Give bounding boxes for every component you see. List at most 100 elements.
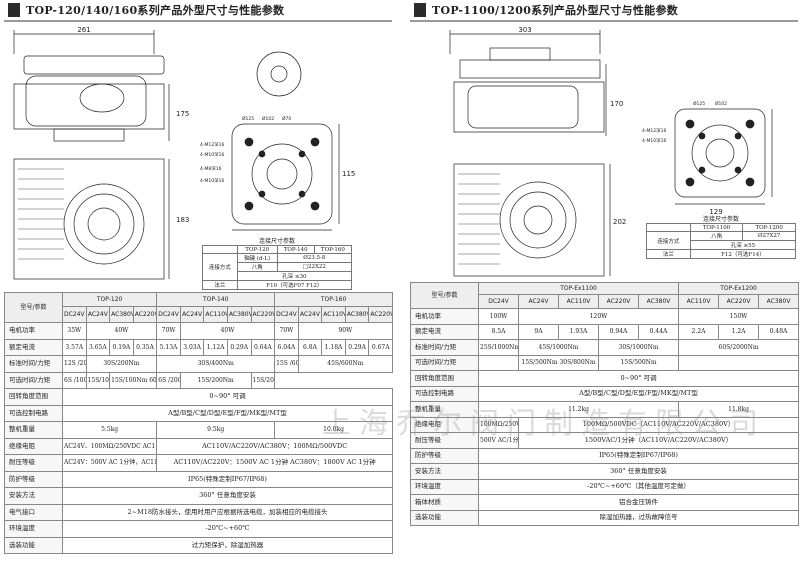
voltage-cell: DC24V xyxy=(62,306,87,323)
table-cell: 70W xyxy=(274,322,299,340)
row-label: 可选时间/力矩 xyxy=(4,371,63,389)
table-cell xyxy=(478,354,519,371)
table-cell: 1.93A xyxy=(558,323,599,340)
voltage-cell: AC24V xyxy=(179,306,205,323)
row-label: 整机重量 xyxy=(4,421,63,439)
flange-label: 4-M12深16 xyxy=(200,141,224,148)
voltage-cell: AC380V xyxy=(637,294,680,309)
table-cell: 5.5kg xyxy=(61,421,158,439)
flange-label: 4-M12深16 xyxy=(642,127,666,134)
table-cell: 0.44A xyxy=(637,323,680,340)
row-label: 安装方法 xyxy=(410,463,479,480)
flange-label: 4-M10深16 xyxy=(642,137,666,144)
table-row: 箱体材质铝合金压铸件 xyxy=(410,494,800,511)
table-cell: 15S/200Nm 60S/400Nm xyxy=(250,371,276,389)
table-cell: 过力矩保护，除湿加热器 xyxy=(62,536,393,554)
table-cell: -20℃~+60℃ xyxy=(62,520,393,538)
voltage-cell: AC220V xyxy=(368,306,393,323)
row-label: 安装方法 xyxy=(4,487,63,505)
row-label: 箱体材质 xyxy=(410,494,479,511)
conn-cell: F12（可选F14） xyxy=(689,249,797,259)
table-cell: 2~M18防水接头，使用时用户应根据所选电缆，加装相应的电缆接头 xyxy=(62,503,393,521)
table-cell: 35W xyxy=(62,322,87,340)
voltage-cell: AC220V xyxy=(718,294,760,309)
table-cell: 除湿加热器，过热故障信号 xyxy=(477,509,800,526)
table-row: 选装功能过力矩保护，除湿加热器 xyxy=(4,536,393,554)
table-row: 选装功能除湿加热器，过热故障信号 xyxy=(410,509,800,526)
conn-caption: 连接尺寸参数 xyxy=(646,214,796,224)
row-label: 可选控制电路 xyxy=(410,385,479,402)
table-corner: 型号/参数 xyxy=(410,282,479,309)
table-cell: 30S/400Nm xyxy=(156,355,276,373)
table-cell: 15S/100Nm xyxy=(85,371,111,389)
table-cell: 45S/600Nm xyxy=(297,355,394,373)
conn-cell: 连接方式 xyxy=(646,231,691,250)
table-cell: 0.29A xyxy=(344,338,370,356)
right-connection-table: 连接尺寸参数 TOP-1100 TOP-1200 连接方式 八角 Ø27X27 … xyxy=(646,214,797,259)
table-cell: 11.8kg xyxy=(678,401,800,418)
row-label: 电气接口 xyxy=(4,503,63,521)
flange-label: Ø125 xyxy=(693,100,705,107)
row-label: 绝缘电阻 xyxy=(4,437,63,455)
row-label: 回转角度范围 xyxy=(4,388,63,406)
table-cell: AC110V/AC220V/AC380V：100MΩ/500VDC xyxy=(156,437,393,455)
conn-header: TOP-1200 xyxy=(742,223,796,232)
voltage-cell: DC24V xyxy=(478,294,519,309)
table-cell: 100MΩ/250VDC (DC24V/AC24V) xyxy=(478,416,519,433)
table-cell: A型/B型/C型/D型/E型/F型/MK型/MT型 xyxy=(62,404,393,422)
row-label: 标准时间/力矩 xyxy=(410,339,479,356)
table-cell: 40W xyxy=(85,322,158,340)
conn-header: TOP-120 xyxy=(236,245,278,254)
table-cell: 120W xyxy=(517,308,680,325)
row-label: 耐压等级 xyxy=(410,432,479,449)
voltage-cell: DC24V xyxy=(274,306,299,323)
table-cell: 6S /100Nm xyxy=(62,371,87,389)
table-cell: AC24V、100MΩ/250VDC AC110V/AC220V/AC380V：… xyxy=(61,437,158,455)
row-label: 可选时间/力矩 xyxy=(410,354,479,371)
conn-cell: 孔深 ≤55 xyxy=(689,240,797,250)
row-label: 电机功率 xyxy=(4,322,63,340)
right-technical-drawing: 303 170 202 129 Ø125 Ø102 4-M12深16 4-M10… xyxy=(410,24,798,288)
title-marker xyxy=(8,3,20,17)
conn-header: TOP-140 xyxy=(276,245,315,254)
flange-label: Ø102 xyxy=(262,115,274,122)
voltage-cell: AC220V xyxy=(250,306,276,323)
voltage-cell: AC220V xyxy=(132,306,158,323)
conn-cell: □22X22 xyxy=(276,262,353,272)
table-cell: 100W xyxy=(478,308,519,325)
table-cell: 3.65A xyxy=(85,338,111,356)
table-cell: 3.03A xyxy=(179,338,205,356)
row-label: 回转角度范围 xyxy=(410,370,479,387)
voltage-cell: AC110V xyxy=(678,294,720,309)
table-corner: 型号/参数 xyxy=(4,292,63,323)
table-cell: 100MΩ/500VDC（AC110V/AC220V/AC380V） xyxy=(517,416,800,433)
table-cell: AC24V：500V AC 1分钟，AC110V/AC220V、1500V AC… xyxy=(61,454,158,472)
row-label: 耐压等级 xyxy=(4,454,63,472)
conn-cell: Ø27X27 xyxy=(742,231,796,241)
row-label: 环境温度 xyxy=(4,520,63,538)
row-label: 额定电流 xyxy=(410,323,479,340)
right-drawing-svg: 303 170 202 129 Ø125 Ø102 4-M12深16 4-M10… xyxy=(449,26,773,277)
table-cell: 70W xyxy=(156,322,181,340)
table-row: 环境温度-20℃~+60℃ xyxy=(4,520,393,538)
row-label: 选装功能 xyxy=(4,536,63,554)
right-panel: TOP-1100/1200系列产品外型尺寸与性能参数 xyxy=(410,0,800,562)
table-cell: -20℃~+60℃（其他温度可定做） xyxy=(477,478,800,495)
table-cell: 6.8A xyxy=(297,338,323,356)
row-label: 标准时间/力矩 xyxy=(4,355,63,373)
table-cell: 15S/200Nm xyxy=(179,371,252,389)
table-cell: 25S/1000Nm xyxy=(478,339,519,356)
conn-cell: 法兰 xyxy=(646,249,691,259)
table-row: 环境温度-20℃~+60℃（其他温度可定做） xyxy=(410,478,800,495)
